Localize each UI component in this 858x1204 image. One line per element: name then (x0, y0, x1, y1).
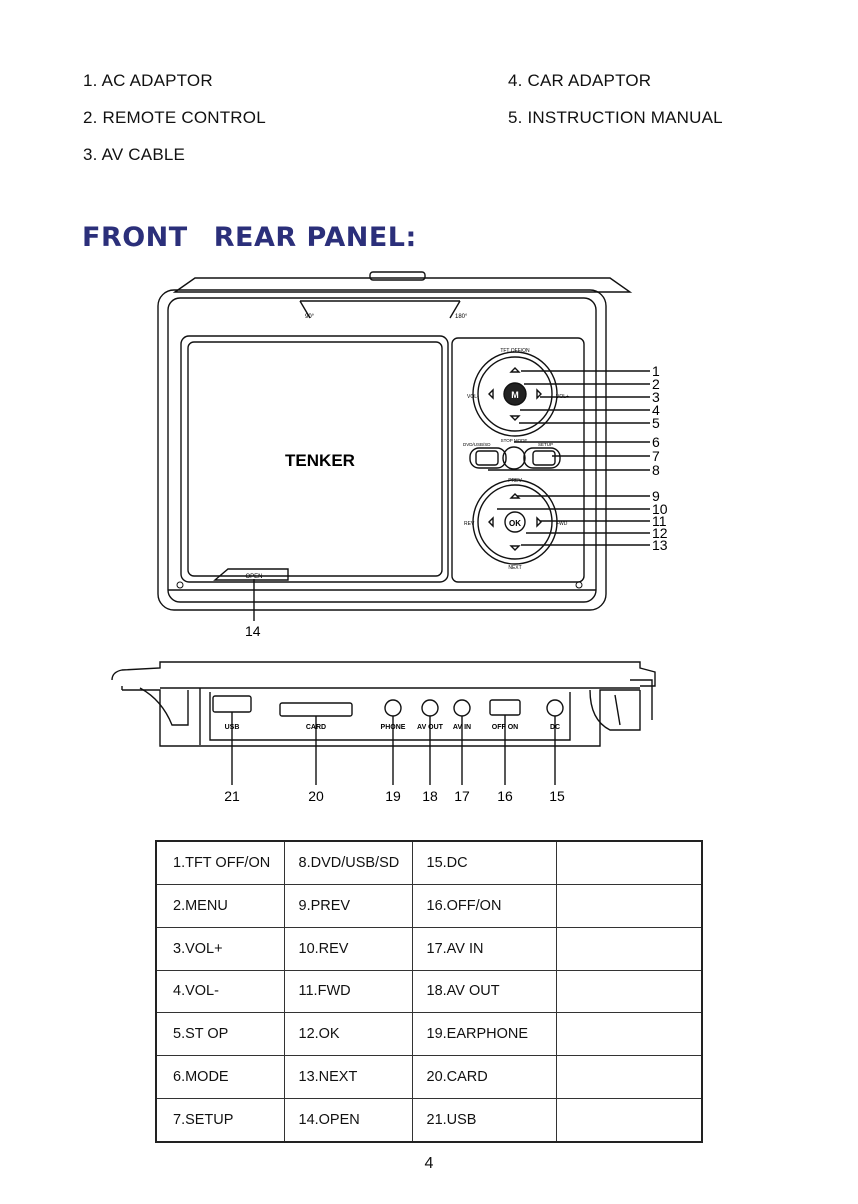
callout-number: 8 (652, 462, 660, 478)
table-cell: 17.AV IN (411, 926, 557, 971)
label-menu-key: M (511, 390, 519, 400)
label-fwd: FWD (556, 521, 568, 527)
table-cell: 16.OFF/ON (411, 883, 557, 928)
callout-number: 21 (224, 788, 240, 804)
table-cell: 19.EARPHONE (411, 1012, 557, 1057)
section-title: FRONT REAR PANEL: (82, 222, 443, 253)
label-dvd-usb-sd: DVD/USB/SD (463, 442, 491, 447)
callout-number: 2 (652, 376, 660, 392)
table-cell: 1.TFT OFF/ON (155, 840, 285, 885)
callout-number: 18 (422, 788, 438, 804)
accessory-item: 1. AC ADAPTOR (83, 71, 213, 90)
section-title-rear: REAR PANEL: (213, 222, 417, 253)
brand-logo: TENKER (285, 451, 355, 470)
label-vol-plus: VOL+ (556, 394, 569, 400)
label-stop-mode: STOP MODE (501, 438, 528, 443)
callout-number: 9 (652, 488, 660, 504)
callout-number: 16 (497, 788, 513, 804)
callout-number: 15 (549, 788, 565, 804)
table-cell: 2.MENU (155, 883, 285, 928)
table-cell (555, 1055, 703, 1100)
accessory-item: 2. REMOTE CONTROL (83, 108, 266, 127)
port-label-phone: PHONE (381, 724, 406, 731)
callout-number: 13 (652, 537, 668, 553)
port-label-card: CARD (306, 724, 326, 731)
table-cell: 7.SETUP (155, 1098, 285, 1143)
accessory-item: 5. INSTRUCTION MANUAL (508, 108, 723, 127)
callout-number: 5 (652, 415, 660, 431)
table-cell (555, 883, 703, 928)
hinge-label-left: 90° (305, 314, 315, 320)
table-cell: 13.NEXT (283, 1055, 413, 1100)
callout-number: 3 (652, 389, 660, 405)
table-cell: 6.MODE (155, 1055, 285, 1100)
label-vol-minus: VOL- (467, 394, 479, 400)
callout-number: 20 (308, 788, 324, 804)
page-number: 4 (424, 1155, 434, 1172)
rear-callouts: 21 20 19 18 17 16 15 (224, 788, 565, 804)
label-setup: SETUP (538, 442, 553, 447)
table-cell: 15.DC (411, 840, 557, 885)
callout-number: 12 (652, 525, 668, 541)
table-cell: 12.OK (283, 1012, 413, 1057)
label-open: OPEN (245, 574, 262, 580)
label-rev: REV (464, 521, 475, 527)
front-callouts: 1 2 3 4 5 6 7 8 9 10 11 12 13 14 (245, 363, 668, 639)
rear-panel-diagram (111, 661, 656, 785)
table-cell: 5.ST OP (155, 1012, 285, 1057)
table-cell: 11.FWD (283, 969, 413, 1014)
rear-port-labels: USB CARD PHONE AV OUT AV IN OFF ON DC (225, 724, 560, 731)
label-next: NEXT (508, 565, 521, 571)
section-title-front: FRONT (82, 222, 188, 253)
port-label-usb: USB (225, 724, 240, 731)
port-label-off-on: OFF ON (492, 724, 518, 731)
callout-number: 19 (385, 788, 401, 804)
table-cell (555, 926, 703, 971)
table-cell: 10.REV (283, 926, 413, 971)
accessory-item: 4. CAR ADAPTOR (508, 71, 652, 90)
callout-number: 6 (652, 434, 660, 450)
table-cell: 14.OPEN (283, 1098, 413, 1143)
callout-number: 11 (652, 513, 667, 529)
table-cell: 21.USB (411, 1098, 557, 1143)
accessory-item: 3. AV CABLE (83, 145, 186, 164)
port-label-av-out: AV OUT (417, 724, 444, 731)
hinge-label-right: 180° (455, 314, 468, 320)
table-cell: 8.DVD/USB/SD (283, 840, 413, 885)
callout-number: 1 (652, 363, 660, 379)
table-cell (555, 1098, 703, 1143)
table-cell: 3.VOL+ (155, 926, 285, 971)
table-cell: 20.CARD (411, 1055, 557, 1100)
table-cell: 9.PREV (283, 883, 413, 928)
label-ok: OK (509, 519, 521, 528)
callout-number: 7 (652, 448, 660, 464)
callout-number: 4 (652, 402, 660, 418)
port-label-av-in: AV IN (453, 724, 471, 731)
table-cell (555, 840, 703, 885)
label-prev: PREV (508, 478, 522, 484)
table-cell: 4.VOL- (155, 969, 285, 1014)
port-label-dc: DC (550, 724, 560, 731)
table-cell (555, 969, 703, 1014)
table-cell: 18.AV OUT (411, 969, 557, 1014)
callout-number: 14 (245, 623, 261, 639)
callout-number: 10 (652, 501, 668, 517)
label-tft: TFT OFF/ON (500, 348, 530, 354)
table-cell (555, 1012, 703, 1057)
callout-number: 17 (454, 788, 470, 804)
